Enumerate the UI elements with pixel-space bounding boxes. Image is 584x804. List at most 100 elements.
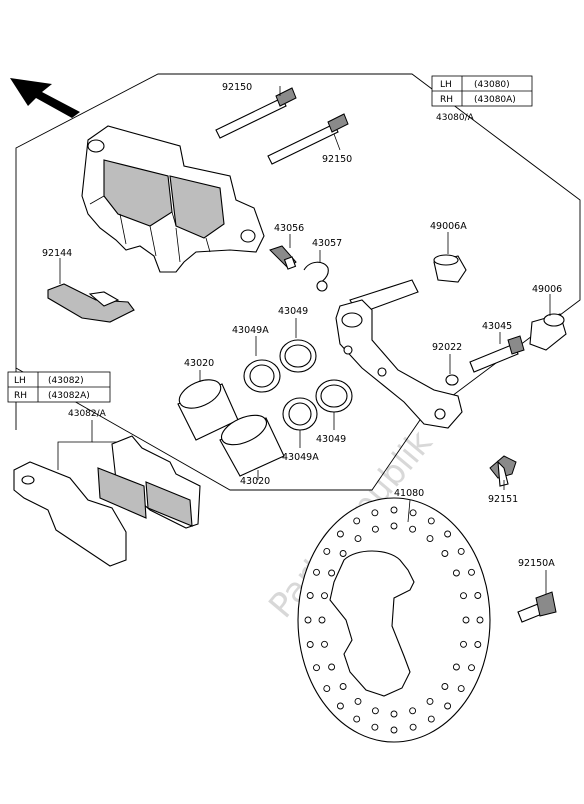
disc-hole	[371, 707, 379, 715]
disc-hole	[371, 723, 379, 731]
disc-hole	[318, 616, 326, 624]
disc-hole	[441, 550, 449, 557]
pad-rh-part: (43082A)	[48, 391, 90, 401]
disc-hole	[328, 663, 336, 671]
label-41080: 41080	[394, 488, 424, 499]
disc-hole	[452, 663, 460, 671]
seal-43049-upper	[279, 339, 317, 373]
caliper-rh-part: (43080A)	[474, 95, 516, 105]
disc-hole	[444, 530, 452, 538]
bleeder-valve-43056	[269, 245, 297, 270]
disc-hole	[371, 525, 379, 533]
pin-92150-lower	[267, 113, 349, 165]
disc-hole	[306, 641, 314, 648]
disc-hole	[313, 568, 320, 576]
disc-hole	[444, 702, 452, 710]
disc-hole	[457, 547, 465, 555]
disc-hole	[306, 592, 314, 599]
disc-hole	[460, 640, 467, 648]
label-92150-mid: 92150	[322, 154, 352, 165]
label-43049-b: 43049	[316, 434, 346, 445]
disc-hole	[336, 702, 344, 710]
disc-hole	[409, 723, 417, 731]
label-43049-a: 43049	[278, 306, 308, 317]
disc-hole	[336, 530, 344, 538]
disc-hole	[339, 683, 347, 690]
label-43056: 43056	[274, 223, 304, 234]
slide-pin-43045	[469, 335, 525, 373]
label-92150-top: 92150	[222, 82, 252, 93]
pad-lh-part: (43082)	[48, 376, 84, 386]
caliper-rh-label: RH	[440, 95, 453, 105]
bolt-92150A	[517, 591, 557, 623]
label-43049A-a: 43049A	[232, 325, 269, 336]
seal-43049A-lower	[282, 397, 318, 431]
disc-hole	[474, 592, 482, 599]
label-92150A: 92150A	[518, 558, 555, 569]
pad-rh-label: RH	[14, 391, 27, 401]
disc-hole	[441, 683, 449, 690]
caliper-ref: 43080/A	[436, 113, 475, 123]
washer-92022	[445, 374, 459, 386]
brake-disc-41080	[297, 497, 491, 743]
caliper-lh-label: LH	[440, 80, 452, 90]
boot-49006A	[433, 254, 467, 283]
seal-43049-lower	[315, 379, 353, 413]
disc-hole	[460, 592, 467, 600]
disc-hole	[390, 726, 398, 734]
pad-ref: 43082/A	[68, 409, 107, 419]
disc-hole	[371, 509, 379, 517]
brake-pad-right	[97, 435, 201, 529]
disc-hole	[321, 592, 328, 600]
disc-hole	[462, 616, 470, 624]
disc-hole	[353, 517, 361, 525]
direction-arrow-icon	[10, 78, 80, 118]
disc-hole	[323, 685, 331, 693]
pin-92150-upper	[215, 87, 297, 139]
bolt-92151	[489, 455, 517, 487]
bleeder-cap-43057	[303, 261, 329, 292]
label-49006A: 49006A	[430, 221, 467, 232]
disc-hole	[313, 664, 320, 672]
disc-hole	[468, 568, 475, 576]
label-92144: 92144	[42, 248, 72, 259]
disc-hole	[476, 616, 484, 624]
disc-hole	[426, 697, 434, 705]
disc-hole	[426, 535, 434, 543]
label-43020-b: 43020	[240, 476, 270, 487]
disc-hole	[409, 525, 417, 533]
seal-43049A-upper	[243, 359, 281, 393]
disc-hole	[452, 569, 460, 577]
disc-hole	[353, 715, 361, 723]
disc-hole	[390, 710, 398, 718]
disc-hole	[474, 641, 482, 648]
disc-hole	[323, 547, 331, 555]
disc-hole	[304, 616, 312, 624]
disc-hole	[468, 664, 475, 672]
label-43057: 43057	[312, 238, 342, 249]
disc-hole	[427, 715, 435, 723]
piston-43020-lower	[219, 414, 285, 477]
caliper-bracket	[335, 279, 463, 429]
disc-hole	[321, 640, 328, 648]
disc-hole	[457, 685, 465, 693]
label-92022: 92022	[432, 342, 462, 353]
brake-pad-left	[13, 461, 127, 567]
pad-side-table: LH (43082) RH (43082A) 43082/A	[7, 371, 120, 470]
disc-hole	[427, 517, 435, 525]
disc-hole	[328, 569, 336, 577]
pad-spring-92144	[47, 283, 135, 323]
disc-hole	[339, 550, 347, 557]
disc-hole	[390, 522, 398, 530]
pad-lh-label: LH	[14, 376, 26, 386]
disc-hole	[409, 509, 417, 517]
label-43045: 43045	[482, 321, 512, 332]
label-49006: 49006	[532, 284, 562, 295]
caliper-lh-part: (43080)	[474, 80, 510, 90]
disc-hole	[390, 506, 398, 514]
label-43049A-b: 43049A	[282, 452, 319, 463]
caliper-side-table: LH (43080) RH (43080A) 43080/A	[431, 75, 533, 123]
piston-43020-upper	[177, 379, 239, 441]
disc-hole	[354, 535, 362, 543]
